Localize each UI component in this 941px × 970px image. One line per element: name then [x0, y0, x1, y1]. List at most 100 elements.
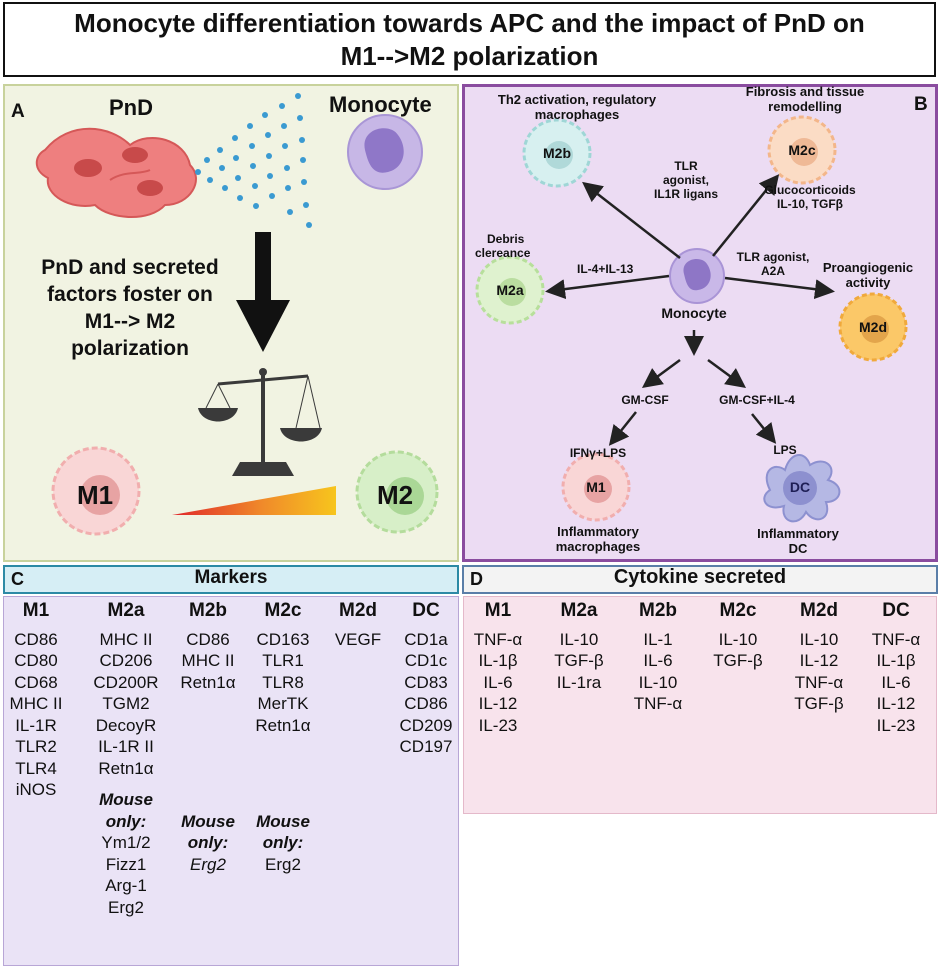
- m2a-label: M2a: [496, 282, 524, 298]
- panel-b-letter: B: [914, 94, 928, 115]
- m2a-cell-icon: [475, 255, 545, 325]
- col-header: M2d: [800, 600, 838, 621]
- m2c-label: M2c: [788, 142, 816, 158]
- marker-item: CD200R: [93, 672, 159, 692]
- m2c-cell-icon: [767, 115, 837, 185]
- center-monocyte-icon: [669, 248, 725, 304]
- marker-item: VEGF: [334, 629, 382, 649]
- col-header: M2b: [189, 600, 227, 621]
- cytokine-item: IL-1β: [478, 651, 518, 670]
- m1-label-a: M1: [77, 480, 114, 510]
- m2d-description: Proangiogenic activity: [818, 260, 918, 290]
- cytokine-col-m2b: M2b IL-1 IL-6 IL-10 TNF-α: [626, 600, 690, 715]
- dc-description: Inflammatory DC: [738, 526, 858, 556]
- col-header: M1: [484, 600, 512, 621]
- m1-cell-b-icon: [561, 452, 631, 522]
- figure-title: Monocyte differentiation towards APC and…: [3, 2, 936, 77]
- panel-c-letter: C: [11, 569, 24, 589]
- marker-item: Erg2: [108, 897, 144, 917]
- marker-item: CD1c: [404, 651, 448, 670]
- marker-item: Fizz1: [105, 854, 147, 874]
- marker-item: IL-1R: [15, 715, 57, 735]
- cytokine-col-m2c: M2c IL-10 TGF-β: [706, 600, 770, 672]
- tlr-line: IL1R ligans: [653, 187, 718, 201]
- dendritic-cell-icon: [763, 454, 841, 523]
- panel-a-letter: A: [11, 101, 25, 122]
- m2b-label: M2b: [543, 145, 571, 161]
- cytokine-item: TNF-α: [473, 629, 523, 649]
- m2c-description: Fibrosis and tissue remodelling: [740, 84, 870, 114]
- marker-item: MHC II: [9, 694, 63, 713]
- desc-line: Debris: [487, 232, 525, 246]
- cytokine-item: TGF-β: [794, 694, 844, 713]
- cytokine-col-m1: M1 TNF-α IL-1β IL-6 IL-12 IL-23: [466, 600, 530, 736]
- panel-c: [3, 596, 459, 966]
- marker-item: CD86: [186, 629, 230, 649]
- title-line-2: M1-->M2 polarization: [340, 40, 599, 71]
- balance-scale-icon: [198, 368, 322, 476]
- marker-item: Retn1α: [98, 758, 154, 778]
- marker-item: IL-1R II: [98, 737, 154, 756]
- desc-line: macrophages: [555, 539, 641, 554]
- marker-item: CD86: [14, 629, 58, 649]
- caption-line: M1--> M2: [84, 310, 176, 333]
- tlr-label: TLR agonist, IL1R ligans: [640, 159, 732, 201]
- panel-d-header: [462, 565, 938, 594]
- desc-line: activity: [845, 275, 891, 290]
- marker-item: Arg-1: [105, 876, 147, 895]
- polarization-wedge: [172, 486, 336, 515]
- caption-line: factors foster on: [47, 283, 213, 306]
- cytokine-item: IL-10: [638, 672, 678, 692]
- marker-item: Retn1α: [255, 715, 311, 735]
- dc-label-b: DC: [789, 479, 811, 495]
- tlr-a2a-label: TLR agonist, A2A: [731, 250, 815, 278]
- marker-item: MHC II: [181, 651, 235, 670]
- tlr-a2a-line: TLR agonist,: [736, 250, 810, 264]
- desc-line: Inflammatory: [557, 524, 639, 539]
- title-line-1: Monocyte differentiation towards APC and…: [74, 7, 865, 38]
- marker-item: Erg2: [265, 854, 301, 874]
- pnd-label: PnD: [109, 95, 153, 120]
- desc-line: remodelling: [768, 99, 842, 114]
- cytokine-item: IL-1β: [876, 651, 916, 670]
- cytokine-title: Cytokine secreted: [613, 566, 787, 588]
- cytokine-col-dc: DC TNF-α IL-1β IL-6 IL-12 IL-23: [864, 600, 928, 736]
- mouse-only-label: only:: [187, 833, 229, 852]
- markers-col-m1: M1 CD86 CD80 CD68 MHC II IL-1R TLR2 TLR4…: [4, 600, 68, 801]
- cytokine-item: IL-12: [799, 651, 839, 670]
- marker-item: CD206: [99, 651, 153, 670]
- tlr-line: agonist,: [662, 173, 709, 187]
- m2d-cell-icon: [838, 292, 908, 362]
- col-header: DC: [412, 600, 440, 621]
- secreted-factors-dots: [195, 93, 312, 228]
- panel-c-header: [3, 565, 459, 594]
- desc-line: Fibrosis and tissue: [745, 84, 865, 99]
- cytokine-item: IL-10: [559, 629, 599, 649]
- cytokine-item: TGF-β: [713, 651, 763, 670]
- m1-cell-icon: [51, 446, 141, 536]
- markers-col-m2a: M2a MHC II CD206 CD200R TGM2 DecoyR IL-1…: [80, 600, 172, 918]
- cytokine-item: IL-23: [876, 715, 916, 735]
- desc-line: Proangiogenic: [822, 260, 914, 275]
- col-header: M2a: [107, 600, 145, 621]
- mouse-only-label: only:: [262, 833, 304, 852]
- markers-col-m2b: M2b CD86 MHC II Retn1α Mouse only: Erg2: [174, 600, 242, 875]
- marker-item: CD209: [399, 715, 453, 735]
- gm-csf-label: GM-CSF: [621, 393, 669, 407]
- desc-line: Th2 activation, regulatory: [497, 92, 657, 107]
- caption-line: PnD and secreted: [41, 256, 219, 279]
- marker-item: TGM2: [102, 694, 150, 713]
- desc-line: Inflammatory: [757, 526, 839, 541]
- markers-col-dc: DC CD1a CD1c CD83 CD86 CD209 CD197: [394, 600, 458, 758]
- col-header: M2c: [719, 600, 757, 621]
- cytokine-item: IL-1ra: [556, 672, 602, 692]
- monocyte-center-label: Monocyte: [661, 305, 727, 321]
- monocyte-label: Monocyte: [329, 92, 432, 117]
- col-header: M2d: [339, 600, 377, 621]
- caption-line: polarization: [71, 337, 189, 360]
- marker-item: TLR2: [15, 737, 57, 756]
- marker-item: TLR8: [262, 672, 304, 692]
- marker-item: TLR4: [15, 758, 57, 778]
- cytokine-item: IL-10: [799, 629, 839, 649]
- m1-label-b: M1: [586, 479, 606, 495]
